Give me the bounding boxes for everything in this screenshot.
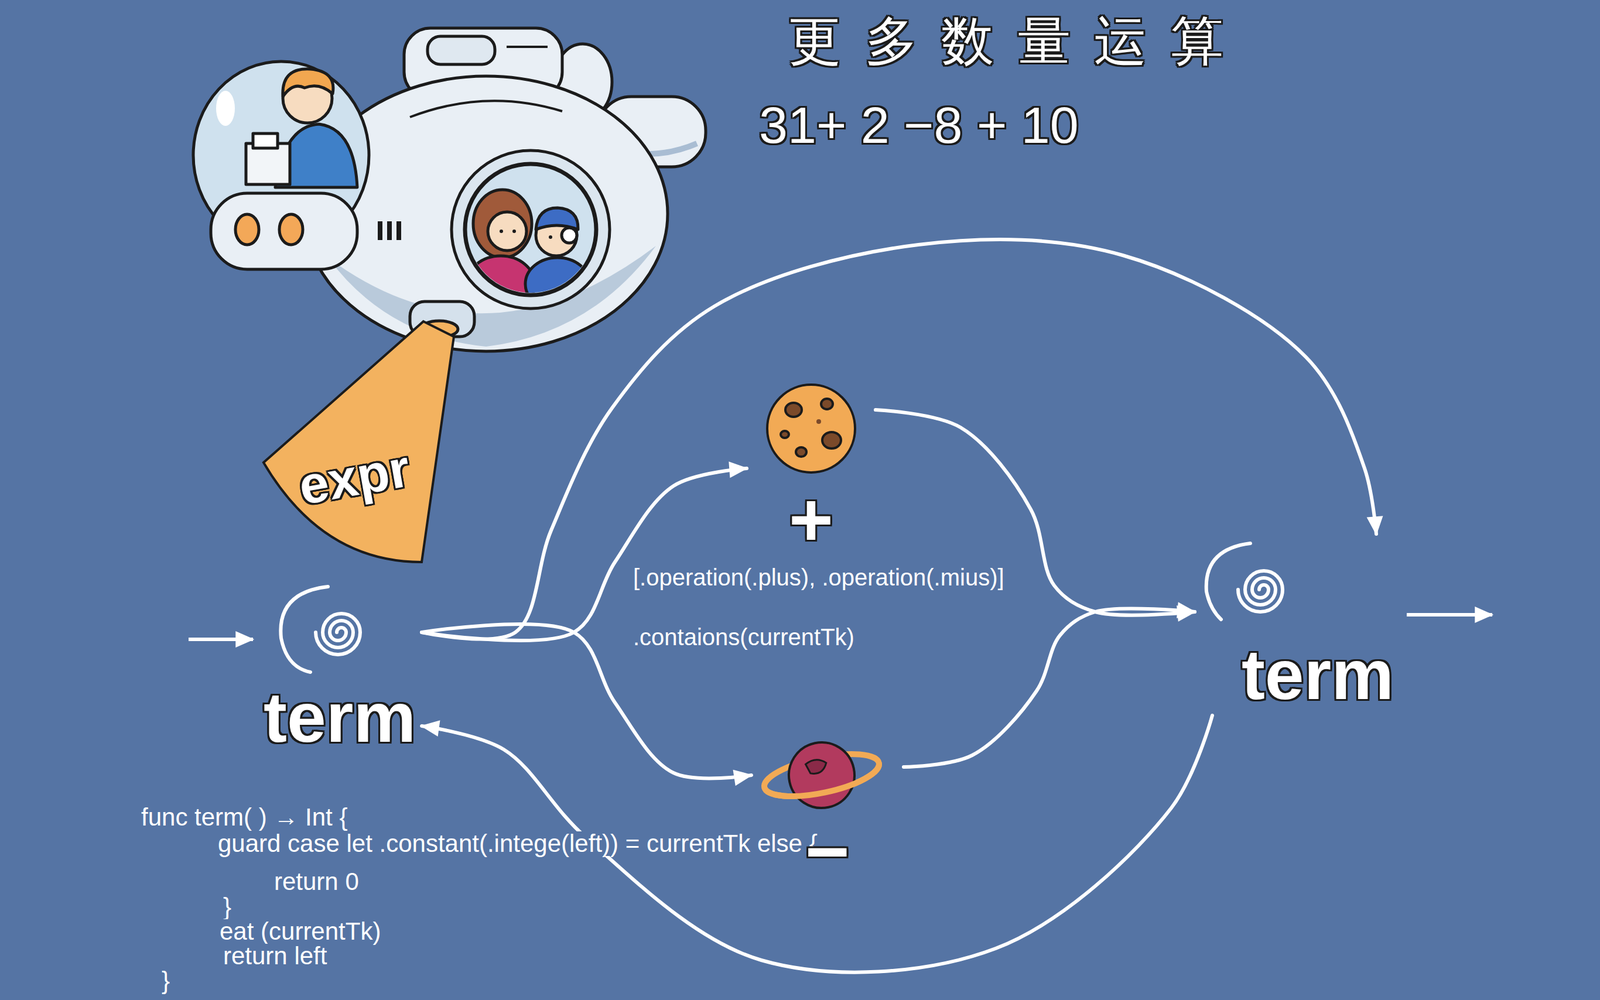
passengers-part [499,229,504,234]
node-text: term [263,682,416,753]
asteroid-part [767,384,856,473]
spaceship-part [253,133,278,149]
operator-node: + [746,370,876,564]
planet-part [783,736,861,815]
spaceship-part [210,193,358,270]
node-text: − [757,813,898,890]
spiral-right-part [1238,571,1283,613]
spaceship-part [235,214,259,245]
asteroid-part [821,398,833,410]
spaceship-part [409,100,563,118]
spaceship-part [216,90,235,126]
code-line: } [158,968,174,994]
spaceship-part [282,69,334,97]
beam-node: expr [257,316,457,569]
term-node: term [1194,534,1400,716]
spaceship-part [396,221,402,241]
planet-part [764,763,883,805]
code-line: return 0 [270,869,363,895]
beam-outline [263,321,454,563]
passengers-part [525,257,590,311]
asteroid-part [816,419,822,425]
code-line: } [219,894,235,920]
passengers-part [473,189,532,258]
equation: 31+ 2 −8 + 10 [755,99,1083,152]
spaceship-part [427,36,495,65]
code-line: guard case let .constant(.intege(left)) … [214,831,822,857]
flow-connector [903,608,1195,768]
code-label: [.operation(.plus), .operation(.mius)] [629,565,1008,590]
title: 更多数量运算 [784,14,1251,68]
flow-connector [421,239,1377,639]
flow-connector [421,468,747,641]
spiral-left-part [280,586,328,673]
code-line: eat (currentTk) [216,919,385,945]
asteroid-part [780,431,789,439]
planet-part [805,757,829,776]
passengers [466,189,590,313]
asteroid-part [822,432,841,449]
spiral-left [280,586,361,673]
spaceship [193,28,706,352]
node-text: + [752,481,870,558]
flow-arrows-part [188,637,254,642]
asteroid-part [785,402,802,417]
spaceship-part [279,214,303,245]
spaceship-part [506,45,548,49]
flow-arrows-part [1406,613,1493,617]
spiral-right-part [1206,543,1251,620]
asteroid [767,384,856,473]
operator-node: − [751,725,904,896]
spaceship-part [377,221,383,241]
planet [757,730,887,820]
passengers-part [535,207,579,230]
spiral-left-part [315,613,361,655]
passengers-part [512,229,516,234]
asteroid-part [795,447,807,457]
code-line: func term( ) → Int { [137,805,351,830]
passengers-part [487,212,527,251]
code-line: return left [219,944,331,969]
term-node: term [257,576,422,759]
node-text: term [1200,639,1394,710]
spaceship-part [387,221,392,241]
passengers-part [561,227,577,244]
beam-shape [257,316,457,569]
passengers-part [548,235,553,239]
spiral-right [1206,543,1283,620]
code-label: .contaions(currentTk) [629,625,858,649]
